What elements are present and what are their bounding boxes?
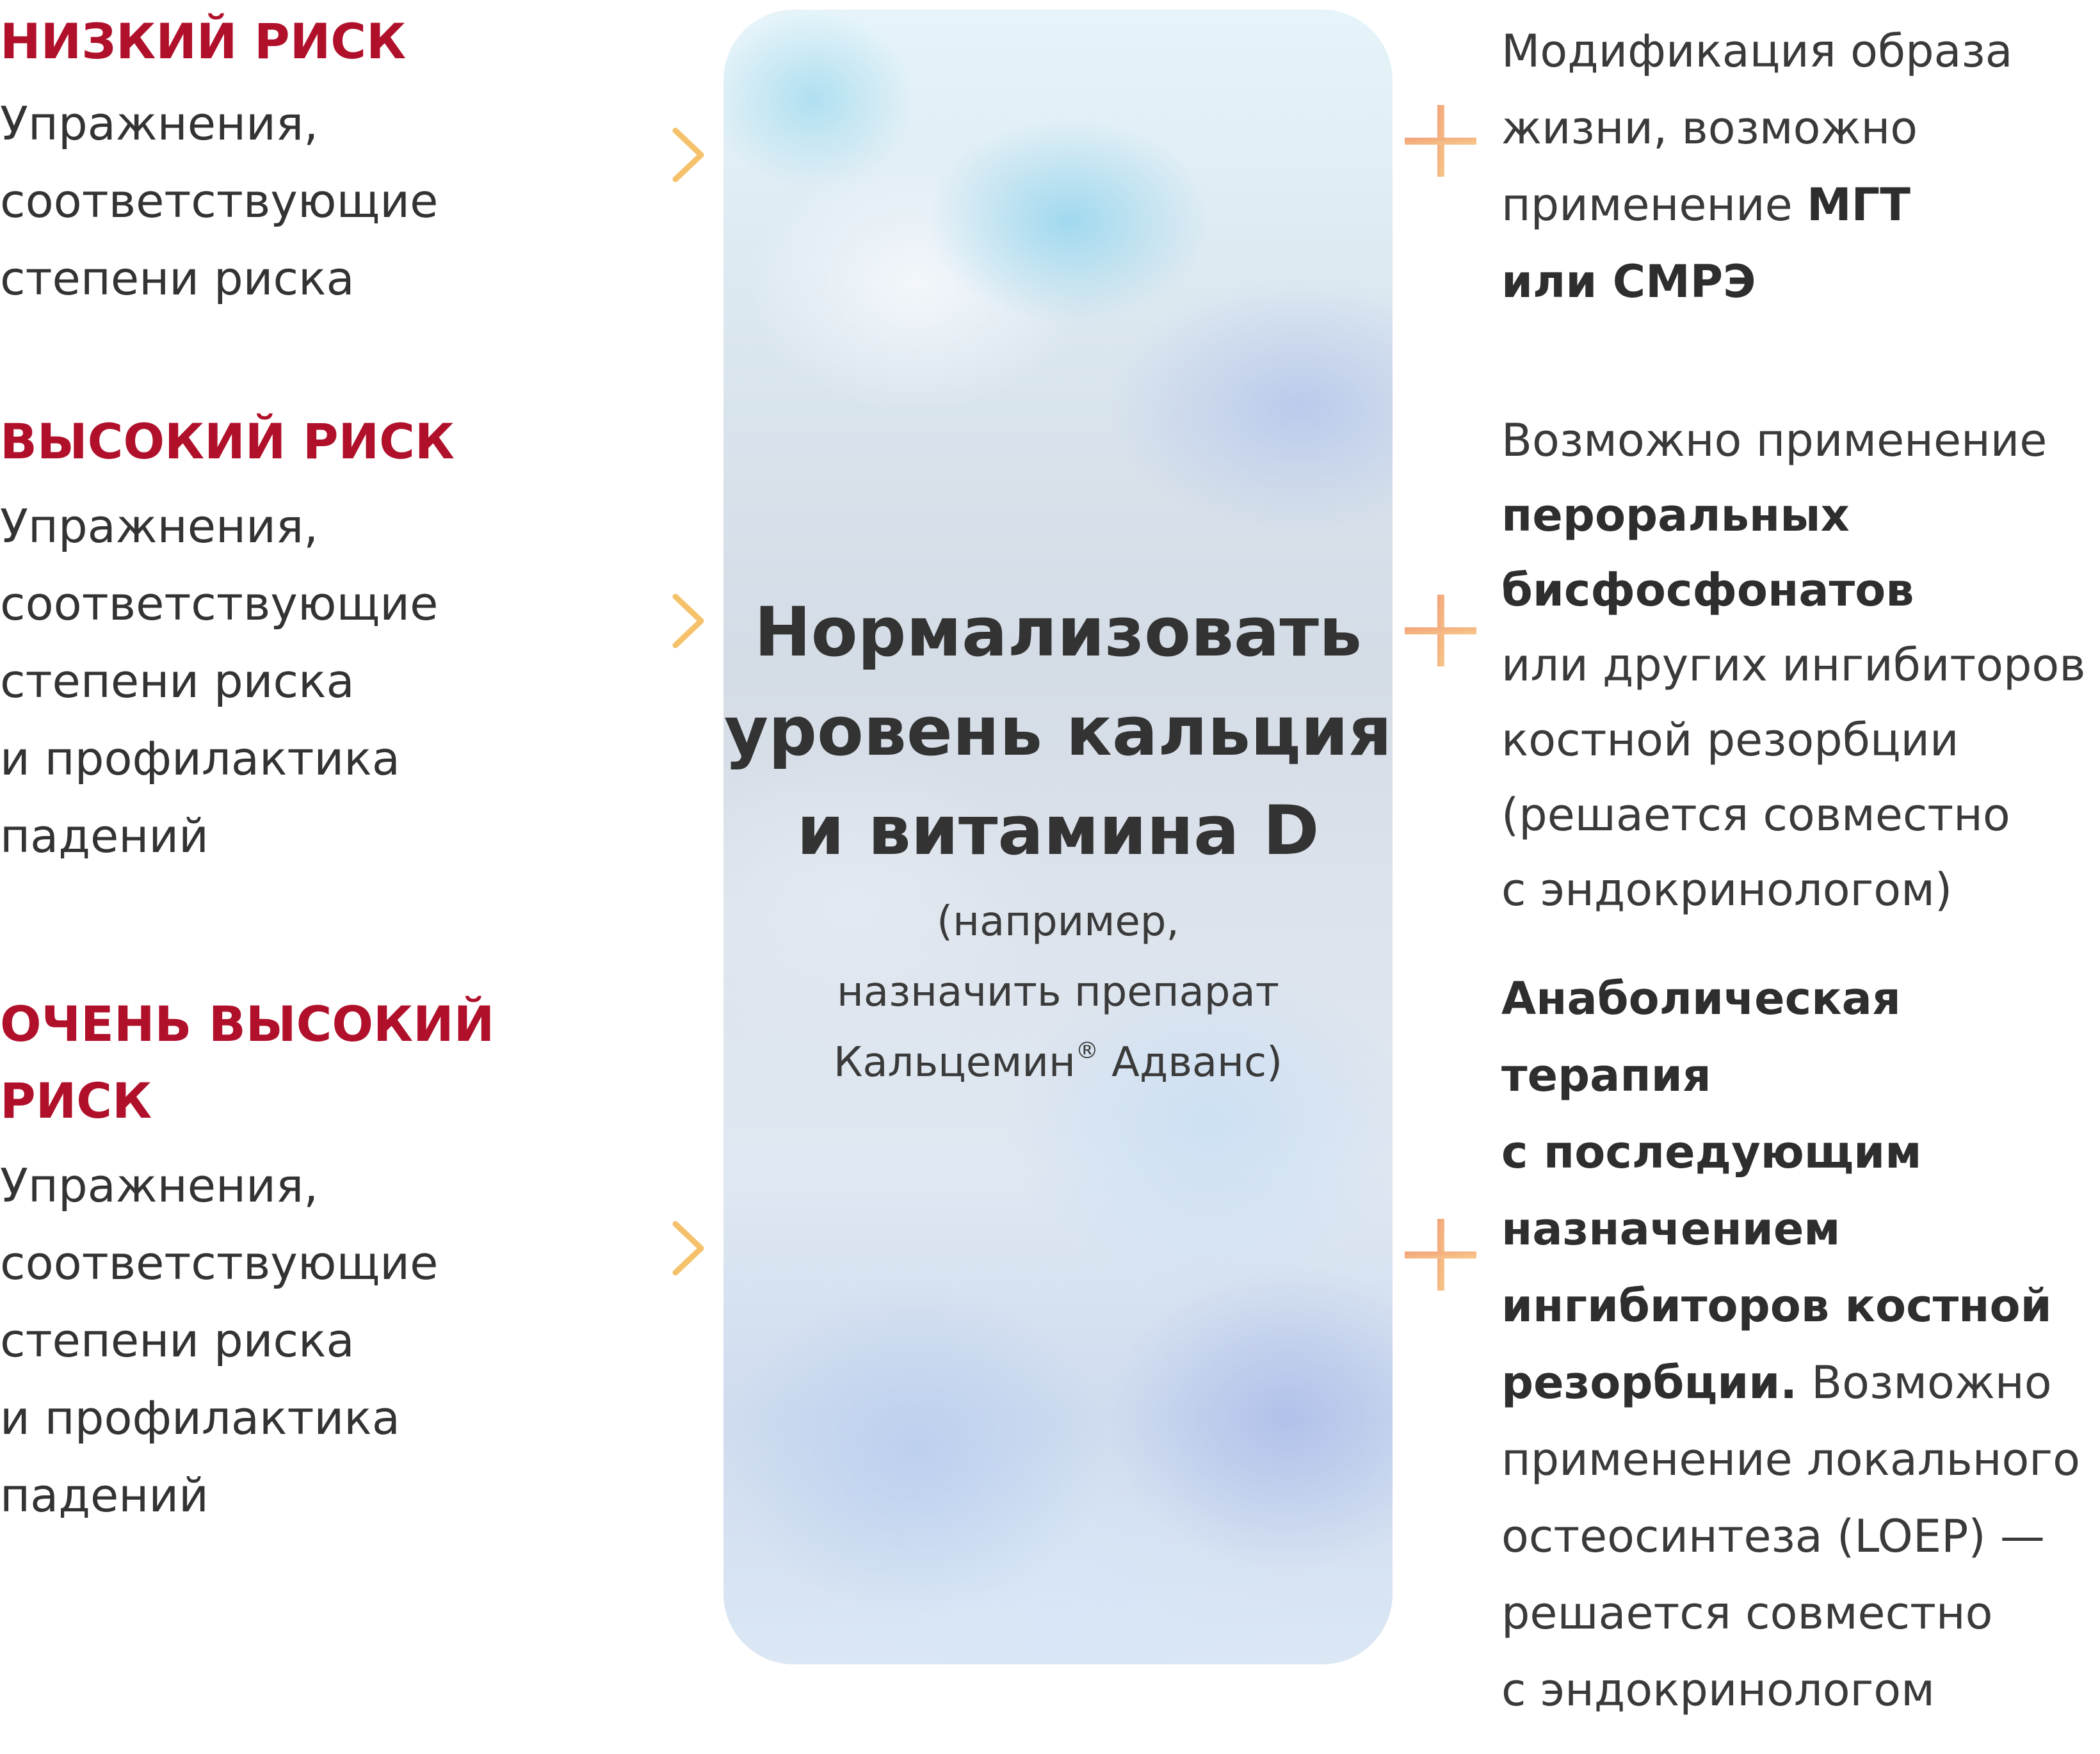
- treatment-high: Возможно применение пероральных бисфосфо…: [1501, 414, 2086, 916]
- risk-high-title: ВЫСОКИЙ РИСК: [0, 413, 455, 470]
- plus-icon: [1405, 105, 1476, 177]
- plus-icon: [1405, 1219, 1476, 1291]
- registered-mark: ®: [1075, 1038, 1099, 1064]
- risk-very-high: ОЧЕНЬ ВЫСОКИЙ РИСК Упражнения, соответст…: [0, 986, 512, 1534]
- arrow-right-icon: [524, 1221, 704, 1276]
- risk-low: НИЗКИЙ РИСК Упражнения, соответствующие …: [0, 3, 512, 318]
- arrow-right-icon: [524, 593, 704, 648]
- arrow-right-icon: [524, 127, 704, 182]
- risk-very-high-desc: Упражнения, соответствующие степени риск…: [0, 1159, 439, 1522]
- plus-icon: [1405, 595, 1476, 666]
- risk-low-desc: Упражнения, соответствующие степени риск…: [0, 97, 439, 305]
- risk-low-title: НИЗКИЙ РИСК: [0, 13, 407, 70]
- risk-very-high-title: ОЧЕНЬ ВЫСОКИЙ РИСК: [0, 995, 495, 1129]
- center-sub-text: (например, назначить препарат Кальцемин®…: [833, 898, 1283, 1086]
- center-text: Нормализовать уровень кальция и витамина…: [723, 583, 1393, 1098]
- risk-high: ВЫСОКИЙ РИСК Упражнения, соответствующие…: [0, 403, 512, 875]
- center-card: Нормализовать уровень кальция и витамина…: [723, 10, 1393, 1664]
- treatment-low: Модификация образа жизни, возможно приме…: [1501, 25, 2013, 308]
- center-main-text: Нормализовать уровень кальция и витамина…: [724, 593, 1392, 870]
- risk-high-desc: Упражнения, соответствующие степени риск…: [0, 499, 439, 863]
- treatment-very-high: Анаболическая терапия с последующим назн…: [1501, 972, 2080, 1716]
